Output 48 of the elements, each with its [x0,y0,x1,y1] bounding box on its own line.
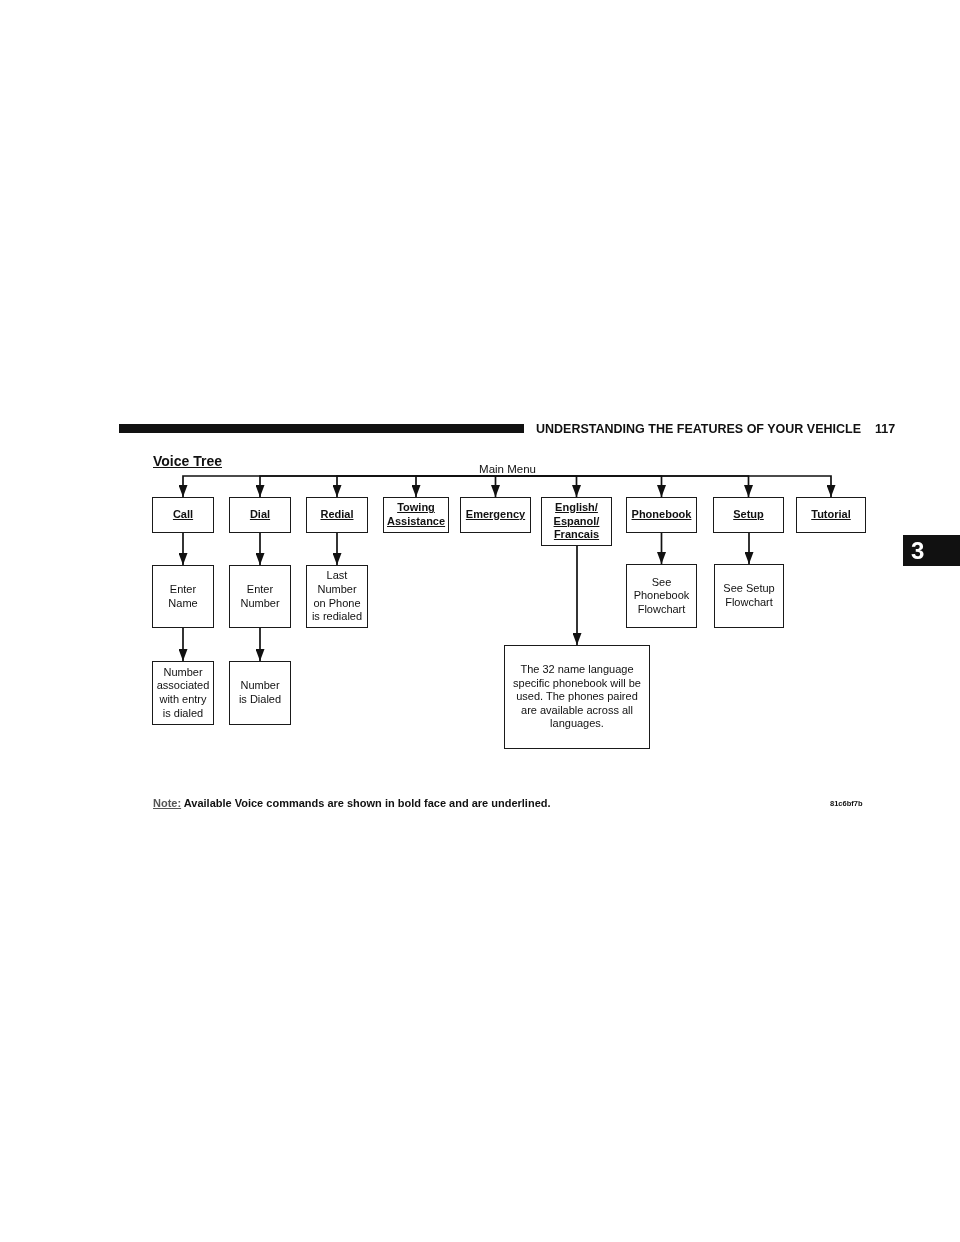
diagram-title: Voice Tree [153,453,222,469]
result-box [229,565,291,628]
arrow [506,475,836,498]
running-header: UNDERSTANDING THE FEATURES OF YOUR VEHICLE [536,422,862,436]
command-label: English/ Espanol/ Francais [552,501,601,542]
result-box [229,661,291,725]
arrow [255,532,265,566]
command-label: Dial [248,508,272,522]
command-label: Setup [732,508,765,522]
result-box [152,565,214,628]
arrow [491,475,500,498]
arrow [657,532,666,565]
box-label: Number associated with entry is dialed [155,665,211,721]
command-box [460,497,531,533]
arrow [178,627,188,662]
box-label: Enter Number [239,582,281,611]
arrow [178,532,188,566]
box-label: Last Number on Phone is redialed [311,569,363,624]
command-box [152,497,214,533]
page-number: 117 [875,422,896,436]
arrow [255,627,265,662]
command-box [229,497,291,533]
command-label: Emergency [464,508,527,522]
arrow [572,545,582,646]
arrow [744,532,754,565]
command-box [626,497,697,533]
chapter-tab: 3 [903,535,960,566]
command-label: Phonebook [630,508,693,522]
box-label: Number is Dialed [237,679,283,707]
arrow [332,532,342,566]
command-label: Tutorial [810,508,852,522]
command-label: Redial [319,508,355,522]
result-box [714,564,784,628]
footnote: Note: Available Voice commands are shown in bold face and are underlined. [153,796,551,810]
command-box [796,497,866,533]
command-box [306,497,368,533]
box-label: Enter Name [167,582,199,611]
command-label: Call [171,508,195,522]
result-box [626,564,697,628]
command-box [713,497,784,533]
menu-label: Main Menu [470,462,545,476]
box-label: See Phonebook Flowchart [632,575,691,617]
info-text: The 32 name language specific phonebook will be used. The phones paired are available across all languages. [512,663,642,731]
info-box [504,645,650,749]
command-box [541,497,612,546]
arrow [411,475,509,498]
command-label: Towing Assistance [387,501,445,529]
box-label: See Setup Flowchart [722,582,776,610]
